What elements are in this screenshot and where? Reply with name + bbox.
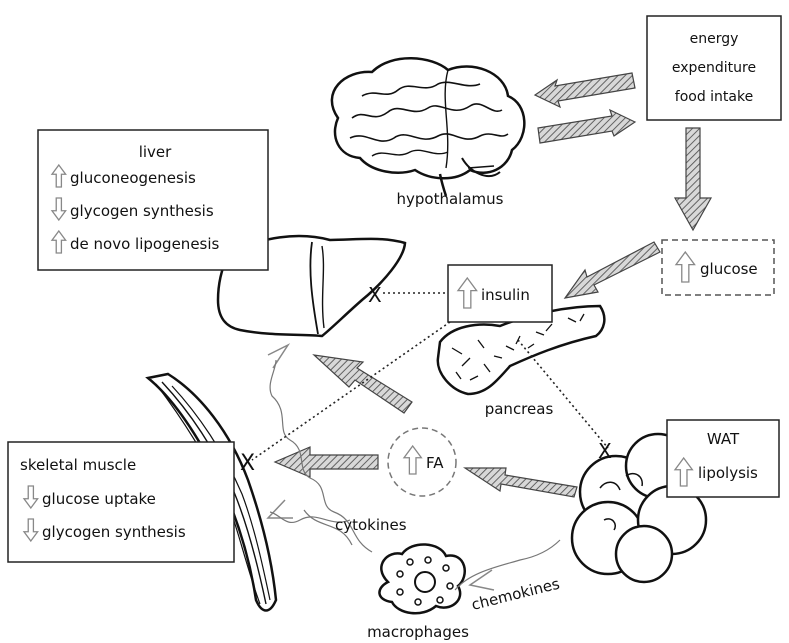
liver-box: liver gluconeogenesis glycogen synthesis d… <box>38 130 268 270</box>
wat-title: WAT <box>707 430 740 448</box>
glucose-box: glucose <box>662 240 774 295</box>
arrow-glucose-to-insulin <box>565 242 660 298</box>
block-marker-muscle: X <box>240 451 255 476</box>
muscle-title: skeletal muscle <box>20 456 136 474</box>
effect-item: glucose uptake <box>42 490 156 508</box>
glucose-label: glucose <box>700 260 758 278</box>
fa-node: FA <box>388 428 456 496</box>
energy-box: energy expenditure food intake <box>647 16 781 120</box>
arrow-fa-to-muscle <box>275 447 378 477</box>
macrophage-illustration <box>379 544 464 613</box>
fa-label: FA <box>426 454 444 472</box>
arrow-hypothalamus-to-energy <box>538 110 635 143</box>
lipolysis-label: lipolysis <box>698 464 758 482</box>
arrow-fa-to-liver <box>314 355 412 413</box>
muscle-box: skeletal muscle glucose uptake glycogen s… <box>8 442 234 562</box>
effect-item: glycogen synthesis <box>42 523 186 541</box>
insulin-label: insulin <box>481 286 530 304</box>
block-marker-liver: X <box>368 283 382 307</box>
arrow-wat-to-fa <box>465 468 577 497</box>
energy-label: energy <box>690 31 739 47</box>
pancreas-label: pancreas <box>485 400 554 418</box>
insulin-box: insulin <box>448 265 552 322</box>
hypothalamus-label: hypothalamus <box>397 190 504 208</box>
brain-illustration <box>332 58 524 196</box>
chemokines-label: chemokines <box>470 575 562 614</box>
effect-item: gluconeogenesis <box>70 169 196 187</box>
block-marker-wat: X <box>598 439 612 463</box>
liver-title: liver <box>139 143 172 161</box>
cytokines-label: cytokines <box>335 516 407 534</box>
effect-item: glycogen synthesis <box>70 202 214 220</box>
arrow-energy-to-hypothalamus <box>535 73 635 107</box>
arrow-energy-to-glucose <box>675 128 711 230</box>
effect-item: de novo lipogenesis <box>70 235 220 253</box>
expenditure-label: expenditure <box>672 60 756 76</box>
macrophages-label: macrophages <box>367 623 469 641</box>
wat-box: WAT lipolysis <box>667 420 779 497</box>
food-intake-label: food intake <box>675 89 753 105</box>
